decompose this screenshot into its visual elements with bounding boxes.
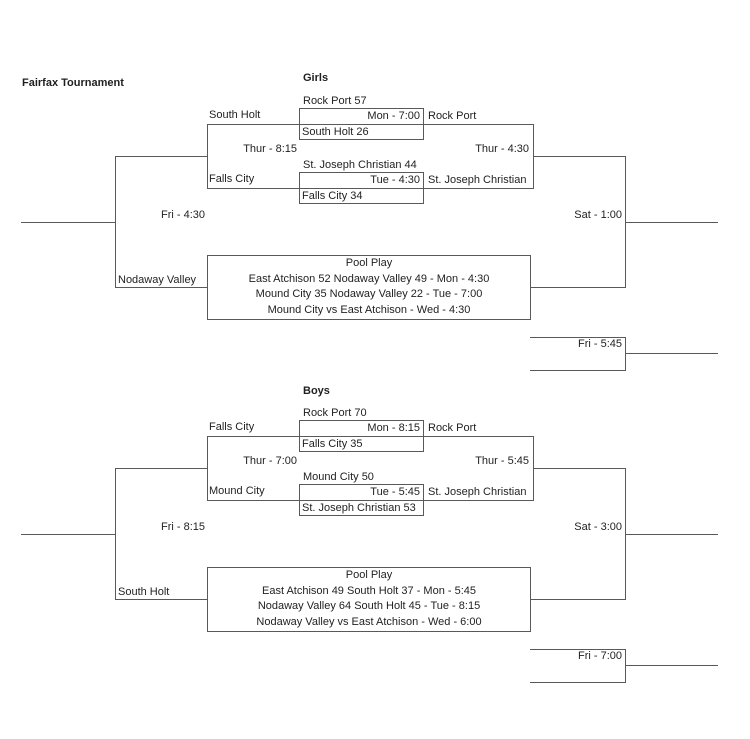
boys-consolation-final-time: Fri - 8:15 [160,521,205,533]
girls-game2-bottom-team: Falls City 34 [302,190,363,202]
boys-pool-game-1: East Atchison 49 South Holt 37 - Mon - 5… [261,584,476,597]
boys-pool-title: Pool Play [345,569,393,581]
girls-pool-game-3: Mound City vs East Atchison - Wed - 4:30 [267,303,471,316]
girls-pool-team-line [115,286,207,288]
boys-consolation-winner-line [21,533,115,535]
boys-consolation-semi-winner-line [115,467,207,469]
boys-pool-box: Pool Play East Atchison 49 South Holt 37… [207,567,531,632]
boys-consolation-final-bracket [114,467,116,600]
boys-final-time: Sat - 3:00 [574,521,622,533]
girls-fifth-top-line [530,336,625,338]
girls-fifth-winner-line [625,352,718,354]
boys-game2-box: Tue - 5:45 St. Joseph Christian 53 [299,484,424,516]
girls-pool-game-2: Mound City 35 Nodaway Valley 22 - Tue - … [255,288,483,300]
girls-consolation-winner-line [21,221,115,223]
boys-game1-top-team: Rock Port 70 [303,407,367,419]
girls-pool-team: Nodaway Valley [118,274,197,286]
girls-game1-top-team: Rock Port 57 [303,95,367,107]
girls-consolation-semi-time: Thur - 8:15 [243,143,297,155]
boys-game1-winner: Rock Port [428,422,477,434]
girls-game2-top-team: St. Joseph Christian 44 [303,159,417,171]
girls-game1-box: Mon - 7:00 South Holt 26 [299,108,424,140]
girls-game2-box: Tue - 4:30 Falls City 34 [299,172,424,204]
girls-pool-winner-line [531,286,625,288]
tournament-title: Fairfax Tournament [22,77,124,89]
girls-game1-line [207,123,533,125]
boys-pool-team: South Holt [118,586,170,598]
boys-game1-time: Mon - 8:15 [367,422,420,434]
girls-semifinal-time: Thur - 4:30 [475,143,529,155]
girls-consolation-semi-bracket [206,123,208,189]
girls-consolation-semi-winner-line [115,155,207,157]
girls-consolation-final-time: Fri - 4:30 [160,209,205,221]
girls-pool-box: Pool Play East Atchison 52 Nodaway Valle… [207,255,531,320]
boys-consolation-semi-time: Thur - 7:00 [243,455,297,467]
boys-game2-winner: St. Joseph Christian [428,486,527,498]
boys-game1-line [207,435,533,437]
girls-game1-seed: South Holt [209,109,261,121]
boys-heading: Boys [303,385,330,397]
boys-game1-bottom-team: Falls City 35 [302,438,363,450]
boys-game1-seed: Falls City [209,421,255,433]
boys-semifinal-winner-line [533,467,625,469]
boys-fifth-winner-line [625,664,718,666]
girls-fifth-bottom-line [530,369,625,371]
boys-consolation-semi-bracket [206,435,208,501]
boys-pool-winner-line [531,598,625,600]
girls-game1-bottom-team: South Holt 26 [302,126,369,138]
girls-semifinal-winner-line [533,155,625,157]
boys-pool-game-3: Nodaway Valley vs East Atchison - Wed - … [256,615,482,628]
boys-game2-line [207,499,533,501]
boys-champion-line [625,533,718,535]
boys-pool-game-2: Nodaway Valley 64 South Holt 45 - Tue - … [257,600,481,612]
girls-champion-line [625,221,718,223]
girls-game2-seed: Falls City [209,173,255,185]
boys-fifth-top-line [530,648,625,650]
boys-fifth-game-time: Fri - 7:00 [577,650,622,662]
girls-consolation-final-bracket [114,155,116,288]
boys-semifinal-time: Thur - 5:45 [475,455,529,467]
boys-game2-time: Tue - 5:45 [370,486,420,498]
girls-game1-winner: Rock Port [428,110,477,122]
girls-game2-line [207,187,533,189]
girls-game1-time: Mon - 7:00 [367,110,420,122]
girls-game2-winner: St. Joseph Christian [428,174,527,186]
girls-fifth-game-time: Fri - 5:45 [577,338,622,350]
boys-game2-top-team: Mound City 50 [303,471,374,483]
girls-game2-time: Tue - 4:30 [370,174,420,186]
girls-heading: Girls [303,72,329,84]
boys-fifth-bottom-line [530,681,625,683]
girls-final-time: Sat - 1:00 [574,209,622,221]
boys-game2-bottom-team: St. Joseph Christian 53 [302,502,416,514]
boys-game1-box: Mon - 8:15 Falls City 35 [299,420,424,452]
girls-pool-game-1: East Atchison 52 Nodaway Valley 49 - Mon… [248,272,490,285]
girls-pool-title: Pool Play [345,257,393,269]
boys-pool-team-line [115,598,207,600]
boys-game2-seed: Mound City [209,485,265,497]
